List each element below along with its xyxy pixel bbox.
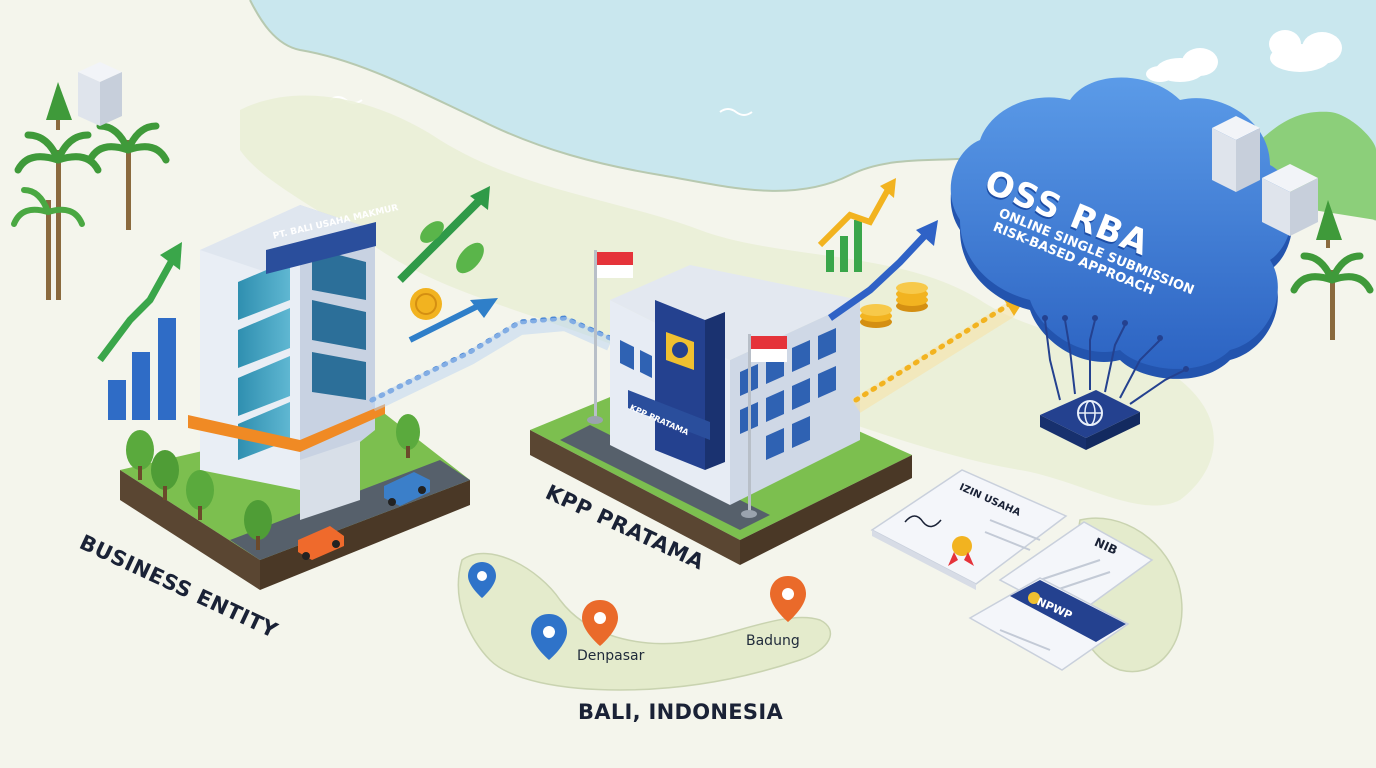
badung-label: Badung — [746, 633, 800, 649]
tower-roof — [200, 205, 375, 275]
kpp-road — [560, 425, 770, 530]
circuit-chip — [1040, 315, 1189, 450]
car-orange — [298, 526, 344, 560]
sky-cloud — [1146, 30, 1342, 82]
kpp-roof — [610, 265, 860, 360]
seal-icon — [952, 536, 972, 556]
document-izin-usaha — [870, 469, 1068, 590]
tower-orange-band — [188, 404, 385, 452]
flow-band-kpp-to-oss — [851, 303, 1015, 413]
palm-trees-left — [11, 82, 170, 300]
tower-windows — [238, 260, 290, 460]
flag-left — [587, 250, 633, 424]
bali-island — [457, 552, 832, 691]
kpp-center-tower — [655, 300, 705, 470]
flow-line-kpp-to-oss — [853, 301, 1013, 403]
growth-chart-left — [97, 242, 182, 420]
business-entity-block — [120, 205, 470, 590]
kpp-base-left — [530, 430, 740, 565]
palm-trees-right — [1290, 200, 1374, 340]
pin-icon — [531, 614, 567, 660]
kpp-sign-board — [628, 390, 710, 440]
flow-band-entity-to-kpp — [368, 316, 613, 412]
pin-icon — [468, 562, 496, 598]
tower-windows-right — [312, 248, 366, 400]
oss-cloud — [950, 77, 1293, 379]
pin-icon — [770, 576, 806, 622]
server-box-right — [1212, 116, 1318, 236]
kpp-base-right — [740, 455, 912, 565]
kpp-center-tower-side — [705, 312, 725, 470]
sea — [250, 0, 1376, 220]
car-blue — [384, 472, 430, 506]
flag-right — [741, 334, 787, 518]
document-npwp — [968, 577, 1130, 671]
entity-base-right — [260, 480, 470, 590]
growth-leaves — [397, 186, 498, 343]
kpp-emblem — [666, 332, 694, 370]
entity-trees — [126, 414, 420, 550]
bali-indonesia-label: BALI, INDONESIA — [578, 700, 784, 724]
entity-base-left — [120, 470, 260, 590]
kpp-pratama-block — [530, 250, 912, 565]
tower-entrance — [300, 440, 360, 520]
wave — [719, 108, 753, 116]
entity-sign-board — [266, 222, 376, 274]
pin-icon — [582, 600, 618, 646]
denpasar-label: Denpasar — [577, 648, 645, 664]
server-box-left — [78, 62, 122, 126]
coin-stack — [860, 282, 928, 328]
growth-chart-right — [817, 178, 938, 328]
